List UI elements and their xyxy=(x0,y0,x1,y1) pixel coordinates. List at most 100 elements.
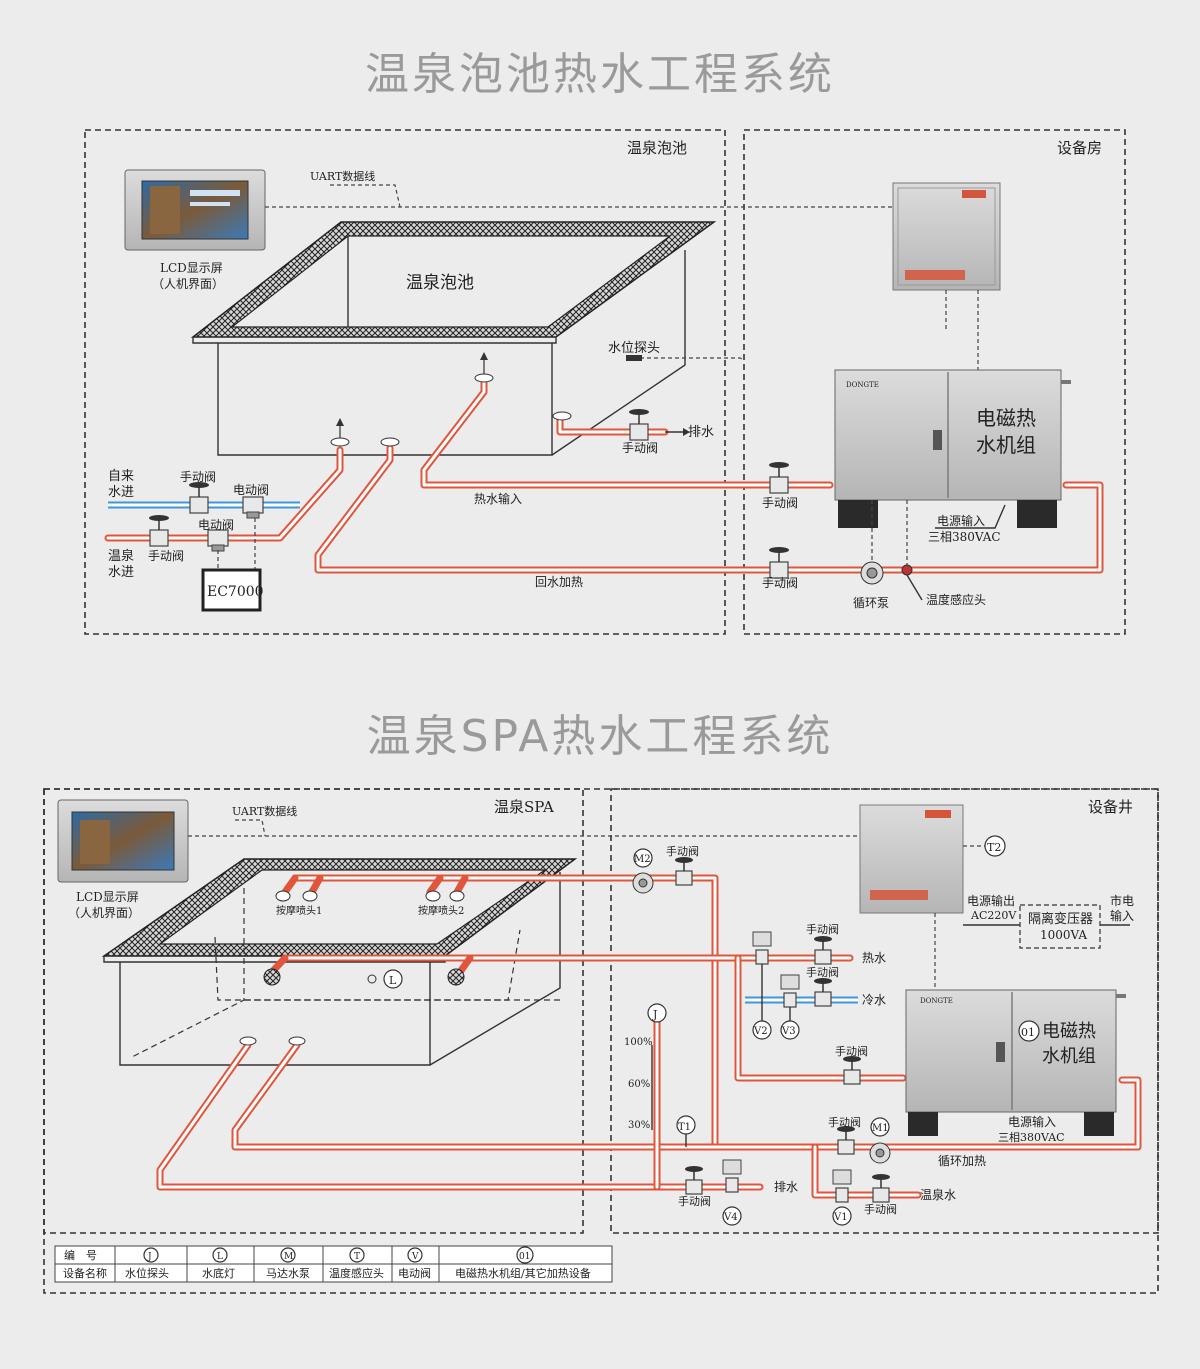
manual-valve-spring-1[interactable] xyxy=(149,515,169,547)
power-in-label-2: 电源输入 xyxy=(1008,1114,1056,1129)
m2-label: M2 xyxy=(634,854,651,865)
diagram2-title: 温泉SPA热水工程系统 xyxy=(366,711,834,762)
power-out-label-2: AC220V xyxy=(970,909,1017,922)
return-valve-label-1: 手动阀 xyxy=(762,576,798,590)
heater2-brand: DONGTE xyxy=(920,997,953,1005)
uart-label-1: UART数据线 xyxy=(310,169,375,183)
manual-valve-heater-out-2[interactable] xyxy=(843,1056,861,1085)
uart-label-2: UART数据线 xyxy=(232,804,297,818)
controller-ec7000 xyxy=(201,568,262,612)
power-spec-label-1: 三相380VAC xyxy=(928,530,1001,544)
temp-sensor-label-1: 温度感应头 xyxy=(926,592,986,607)
heater1-label-1: 电磁热 xyxy=(976,406,1036,430)
pool-label-1: 温泉泡池 xyxy=(406,273,474,293)
legend-name-v: 电动阀 xyxy=(398,1266,431,1280)
manual-valve-cold-2[interactable] xyxy=(814,978,832,1007)
heater-out-valve-label: 手动阀 xyxy=(835,1044,868,1058)
zone-room-label: 设备房 xyxy=(1057,139,1102,157)
jet1-label: 按摩喷头1 xyxy=(276,904,322,917)
manual-valve-hot-1[interactable] xyxy=(769,462,789,494)
outlets-diagram1 xyxy=(330,352,572,447)
control-box-1 xyxy=(892,182,1001,291)
legend-name-t: 温度感应头 xyxy=(329,1266,384,1280)
manual-valve-hot-2[interactable] xyxy=(814,936,832,965)
hot-valve-label-1: 手动阀 xyxy=(762,496,798,510)
heater-unit-2: DONGTE xyxy=(905,989,1126,1136)
legend-table xyxy=(54,1245,613,1283)
manual-valve-drain-2[interactable] xyxy=(685,1166,703,1195)
level-probe-1 xyxy=(626,355,642,361)
m2-valve-label: 手动阀 xyxy=(666,844,699,858)
pump-m2 xyxy=(632,848,654,894)
m1-valve-label: 手动阀 xyxy=(828,1115,861,1129)
m1-label: M1 xyxy=(872,1123,889,1134)
legend-name-m: 马达水泵 xyxy=(266,1267,310,1280)
t1-label: T1 xyxy=(678,1122,691,1133)
heater-unit-1: DONGTE xyxy=(834,369,1071,528)
electric-valve-v4[interactable] xyxy=(722,1159,742,1226)
circulation-pump-1 xyxy=(860,561,884,585)
lcd1-label-1: LCD显示屏 xyxy=(160,261,223,275)
cold-valve-label-2: 手动阀 xyxy=(806,965,839,979)
pump-m1 xyxy=(869,1117,891,1164)
electric-valve-v1[interactable] xyxy=(832,1169,852,1226)
lcd-screen-1 xyxy=(124,169,266,251)
v4-label: V4 xyxy=(723,1212,738,1223)
legend-code-m: M xyxy=(284,1252,293,1262)
zone-equipment-room xyxy=(743,129,1126,635)
spring-label-a: 温泉 xyxy=(108,548,134,564)
cold-water-label-2: 冷水 xyxy=(862,993,886,1007)
mains-label-2: 输入 xyxy=(1110,908,1134,923)
spring-water-label: 温泉水 xyxy=(920,1188,956,1202)
manual-valve-m1[interactable] xyxy=(837,1126,855,1155)
manual-valve-tap-1[interactable] xyxy=(189,482,209,514)
pipes-diagram1 xyxy=(104,374,1104,574)
spa-outlets xyxy=(239,890,465,1046)
zone-outer-2 xyxy=(43,788,1159,1294)
hot-spring-pool xyxy=(190,221,717,456)
hot-valve-label-2: 手动阀 xyxy=(806,922,839,936)
manual-valve-m2[interactable] xyxy=(675,857,693,886)
manual-valve-return-1[interactable] xyxy=(769,547,789,579)
heater2-label-2: 水机组 xyxy=(1042,1046,1096,1067)
legend-name-l: 水底灯 xyxy=(202,1266,235,1280)
power-out-label-1: 电源输出 xyxy=(967,893,1015,908)
manual-valve-drain-1[interactable] xyxy=(629,409,649,441)
power-in-label-1: 电源输入 xyxy=(937,513,985,528)
spring-evalve-label-1: 电动阀 xyxy=(198,518,234,532)
heater1-brand: DONGTE xyxy=(846,381,879,389)
legend-code-t: T xyxy=(354,1252,360,1262)
transformer-label-1: 隔离变压器 xyxy=(1028,911,1093,927)
drain-label-1: 排水 xyxy=(688,425,714,440)
legend-name-label: 设备名称 xyxy=(63,1266,107,1280)
electric-valve-spring-1[interactable] xyxy=(207,529,229,552)
lcd2-label-1: LCD显示屏 xyxy=(76,890,139,904)
hot-spring-spa xyxy=(101,858,578,1066)
level-probe-j xyxy=(647,1003,667,1023)
uart-leader-1 xyxy=(330,184,401,208)
circ-heat-label: 循环加热 xyxy=(938,1154,986,1168)
manual-valve-spring-2[interactable] xyxy=(872,1174,890,1203)
drain-label-2: 排水 xyxy=(774,1180,798,1194)
legend-code-01: 01 xyxy=(519,1252,530,1262)
drain-valve-label-2: 手动阀 xyxy=(678,1194,711,1208)
j-label: J xyxy=(652,1008,657,1021)
zone-hot-spring-pool xyxy=(84,129,726,635)
v1-label: V1 xyxy=(833,1212,848,1223)
diagram1-title: 温泉泡池热水工程系统 xyxy=(365,49,835,100)
zone-pool-label: 温泉泡池 xyxy=(627,139,687,157)
heater2-code: 01 xyxy=(1021,1026,1035,1039)
electric-valve-tap-1[interactable] xyxy=(242,496,264,519)
pipes-diagram2 xyxy=(156,874,1142,1199)
lcd-screen-2 xyxy=(57,799,189,883)
electric-valve-v3[interactable] xyxy=(780,974,800,1040)
zone-spa-label: 温泉SPA xyxy=(494,798,554,816)
legend-name-01: 电磁热水机组/其它加热设备 xyxy=(455,1266,591,1280)
legend-code-j: J xyxy=(147,1252,152,1262)
lcd1-label-2: （人机界面） xyxy=(152,277,224,291)
hot-input-label-1: 热水输入 xyxy=(474,491,522,506)
legend-name-j: 水位探头 xyxy=(125,1266,169,1280)
underwater-light xyxy=(367,969,403,989)
zone-well-label: 设备井 xyxy=(1088,798,1133,816)
